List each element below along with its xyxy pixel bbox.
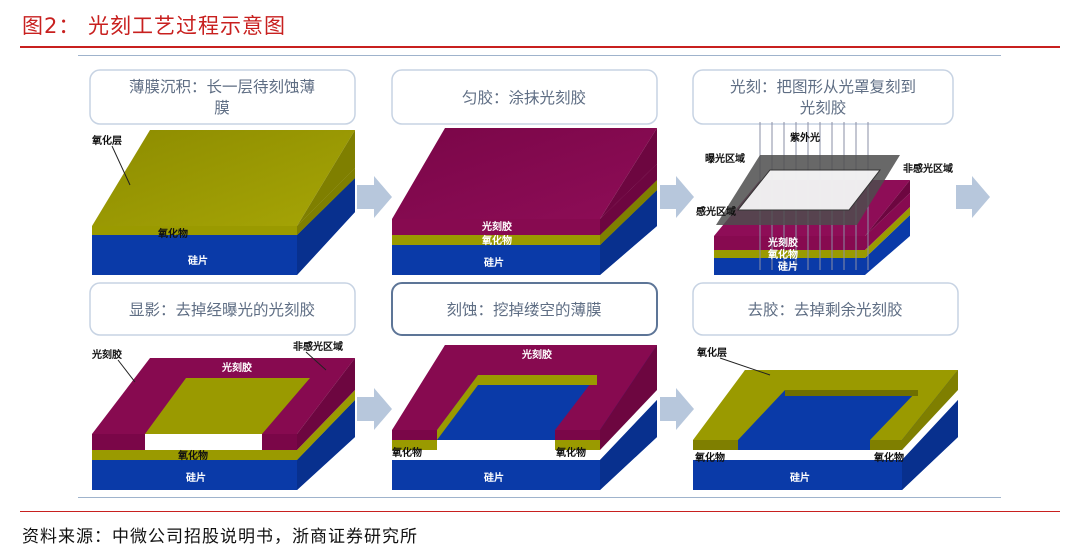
- step-4: 显影：去掉经曝光的光刻胶 光刻胶 光刻胶 非感光区域 氧化物 硅片: [89, 282, 356, 490]
- step-2-label-line1: 匀胶：涂抹光刻胶: [462, 89, 586, 107]
- step-3: 光刻：把图形从光罩复刻到 光刻胶 紫外光 曝光区域 非感光区域 感光区域 光刻胶: [692, 69, 954, 275]
- step-5-left-label: 氧化物: [391, 446, 422, 459]
- step-3-label-line2: 光刻胶: [800, 99, 847, 117]
- step-3-unexposed-left-label: 感光区域: [696, 205, 736, 218]
- arrow-2-to-3: [660, 176, 694, 218]
- step-4-bottom-label: 硅片: [186, 471, 206, 484]
- arrow-5-to-6: [660, 388, 694, 430]
- frame-bottom-line: [78, 497, 1001, 498]
- step-4-label-box: [89, 282, 356, 336]
- exposed-oxide-window: [145, 378, 310, 434]
- step-1-label-box: [89, 69, 356, 125]
- step-1-bottom-label: 硅片: [188, 254, 208, 267]
- step-6-label-line1: 去胶：去掉剩余光刻胶: [747, 300, 902, 319]
- step-3-unexposed-right-label: 非感光区域: [903, 162, 953, 175]
- step-1-wafer: [92, 130, 355, 275]
- step-4-middle-label: 氧化物: [177, 449, 208, 462]
- step-3-bottom-label: 硅片: [778, 260, 798, 273]
- arrow-4-to-5: [357, 388, 392, 430]
- source-note: 资料来源：中微公司招股说明书，浙商证券研究所: [22, 527, 418, 547]
- step-1: 薄膜沉积：长一层待刻蚀薄 膜 氧化层 氧化物 硅片: [89, 69, 356, 275]
- step-6-bottom-label: 硅片: [790, 471, 810, 484]
- step-2-label-box: [391, 69, 658, 125]
- frame-top-line: [78, 55, 1001, 56]
- step-4-resist-top-label: 光刻胶: [221, 361, 252, 374]
- title-rule: [20, 46, 1060, 48]
- step-5-label-line1: 刻蚀：挖掉缕空的薄膜: [446, 301, 601, 319]
- arrow-1-to-2: [357, 176, 392, 218]
- step-4-resist-left-label: 光刻胶: [91, 348, 122, 361]
- step-5: 刻蚀：挖掉缕空的薄膜 光刻胶 氧化物 氧化物 硅片: [391, 282, 658, 490]
- step-3-label-line1: 光刻：把图形从光罩复刻到: [730, 78, 916, 96]
- oxide-top-surface: [92, 130, 355, 226]
- step-5-right-label: 氧化物: [555, 446, 586, 459]
- step-3-top-label: 光刻胶: [767, 236, 798, 249]
- step-6-top-label: 氧化层: [696, 346, 727, 359]
- step-1-label-line2: 膜: [214, 99, 230, 117]
- photomask: [716, 155, 900, 225]
- step-5-resist-label: 光刻胶: [521, 348, 552, 361]
- step-1-middle-label: 氧化物: [157, 227, 188, 240]
- step-6: 去胶：去掉剩余光刻胶 氧化层 氧化物 氧化物 硅片: [692, 282, 959, 490]
- silicon-layer: [92, 178, 355, 275]
- step-2-wafer: [392, 128, 657, 275]
- step-2-middle-label: 氧化物: [481, 234, 512, 247]
- figure-title: 图2： 光刻工艺过程示意图: [22, 14, 287, 38]
- oxide-layer: [92, 168, 355, 235]
- step-6-left-label: 氧化物: [694, 451, 725, 464]
- step-6-right-label: 氧化物: [873, 451, 904, 464]
- step-6-wafer: [693, 370, 958, 490]
- step-3-middle-label: 氧化物: [767, 248, 798, 261]
- step-5-label-box: [391, 282, 658, 336]
- step-6-label-box: [692, 282, 959, 336]
- step-3-exposed-label: 曝光区域: [705, 152, 745, 165]
- step-2-bottom-label: 硅片: [484, 256, 504, 269]
- step-5-wafer: [392, 345, 657, 490]
- step-5-bottom-label: 硅片: [484, 471, 504, 484]
- step-2: 匀胶：涂抹光刻胶 光刻胶 氧化物 硅片: [391, 69, 658, 275]
- step-3-label-box: [692, 69, 954, 125]
- source-rule: [20, 511, 1060, 512]
- step-1-top-label: 氧化层: [91, 134, 122, 147]
- resist-top-surface: [392, 128, 657, 219]
- step-3-uv-label: 紫外光: [790, 131, 820, 144]
- step-4-region-label: 非感光区域: [293, 340, 343, 353]
- step-1-label-line1: 薄膜沉积：长一层待刻蚀薄: [129, 78, 315, 96]
- arrow-3-to-4: [956, 176, 990, 218]
- step-4-wafer: [92, 358, 355, 490]
- step-2-top-label: 光刻胶: [481, 220, 512, 233]
- step-4-label-line1: 显影：去掉经曝光的光刻胶: [129, 301, 315, 319]
